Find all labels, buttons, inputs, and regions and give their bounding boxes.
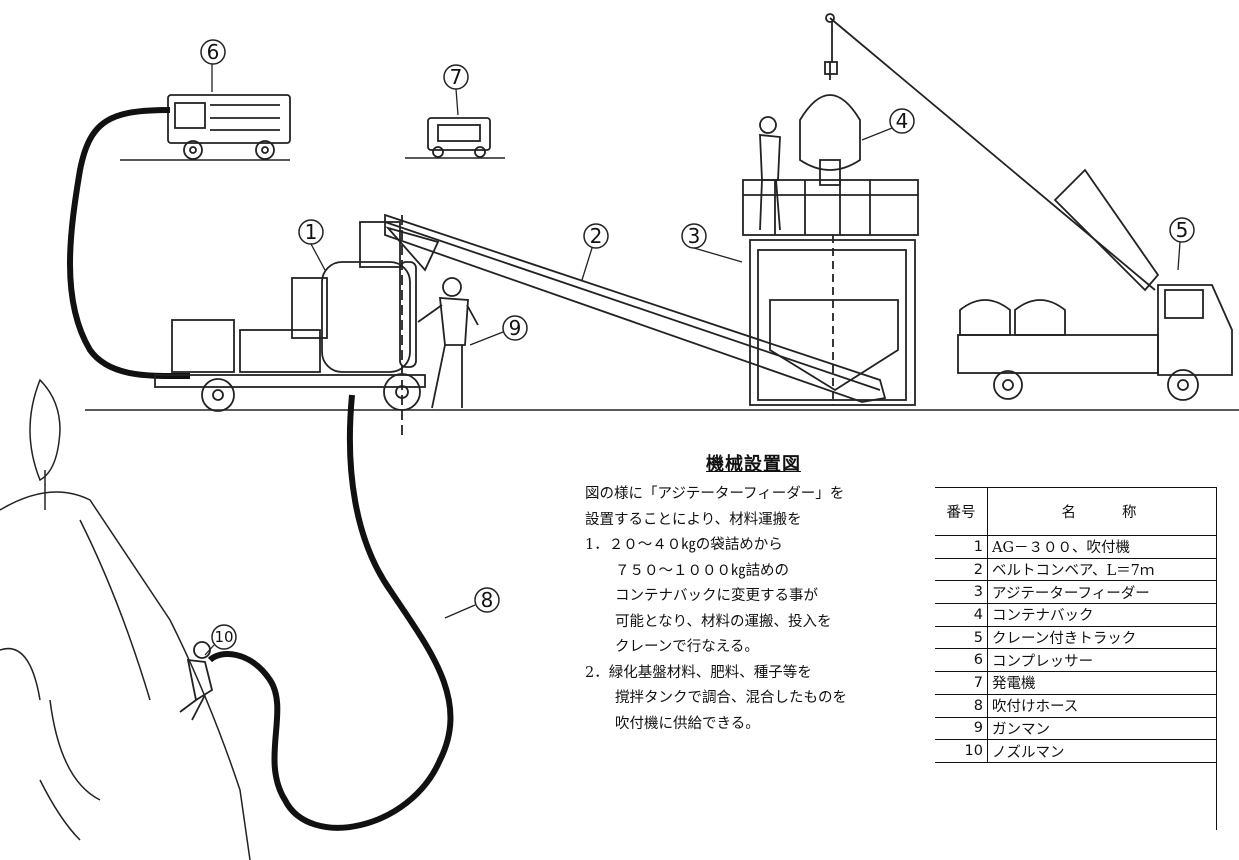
callout-label-8: 8 (481, 588, 494, 612)
description-line: クレーンで行なえる。 (615, 639, 759, 655)
description-line: 1．２０～４０㎏の袋詰めから (585, 537, 783, 553)
callout-leaders (204, 64, 1181, 656)
row-name: コンプレッサー (987, 648, 1217, 673)
description-text: 図の様に「アジテーターフィーダー」を 設置することにより、材料運搬を 1．２０～… (585, 482, 920, 737)
row-number: 7 (935, 671, 988, 695)
row-number: 9 (935, 717, 988, 741)
row-number: 2 (935, 558, 988, 582)
callout-label-3: 3 (688, 224, 701, 248)
description-line: 撹拌タンクで調合、混合したものを (615, 690, 847, 706)
row-name: 吹付けホース (987, 694, 1217, 718)
row-number: 3 (935, 580, 988, 605)
container-bag-figure (759, 62, 861, 231)
row-name: AG－３００、吹付機 (987, 535, 1217, 559)
row-number: 1 (935, 535, 988, 559)
row-name: クレーン付きトラック (987, 626, 1217, 650)
row-number: 6 (935, 648, 988, 673)
row-number: 10 (935, 739, 988, 763)
row-name: コンテナバック (987, 603, 1217, 627)
description-line: 可能となり、材料の運搬、投入を (615, 613, 832, 630)
ground-lines (85, 157, 1239, 411)
description-line: 2．緑化基盤材料、肥料、種子等を (585, 664, 812, 681)
gunman-figure (417, 277, 479, 409)
callout-label-5: 5 (1176, 218, 1189, 242)
callout-label-7: 7 (450, 65, 463, 89)
slope-figure (0, 378, 251, 860)
row-number: 8 (935, 694, 988, 718)
callout-label-10: 10 (214, 628, 233, 646)
description-line: 設置することにより、材料運搬を (585, 511, 802, 528)
callout-label-4: 4 (896, 109, 909, 133)
description-line: コンテナバックに変更する事が (615, 588, 818, 604)
spraying-machine-figure (154, 215, 426, 440)
diagram-title: 機械設置図 (706, 454, 801, 475)
spray-hose (207, 394, 454, 831)
callout-label-9: 9 (509, 316, 522, 340)
row-name: 発電機 (987, 671, 1217, 695)
row-name: ノズルマン (987, 739, 1217, 763)
callout-markers (200, 39, 1195, 650)
row-number: 4 (935, 603, 988, 627)
description-line: 吹付機に供給できる。 (615, 715, 760, 732)
compressor-hose (67, 107, 191, 380)
description-line: 図の様に「アジテーターフィーダー」を (585, 486, 845, 502)
callout-label-2: 2 (590, 224, 603, 248)
row-name: ガンマン (987, 717, 1217, 741)
table-header-number: 番号 (935, 487, 988, 536)
row-name: ベルトコンベア、L＝7ｍ (987, 558, 1217, 582)
generator-figure (427, 117, 491, 158)
callout-label-6: 6 (207, 40, 220, 64)
compressor-figure (167, 94, 291, 160)
nozzleman-figure (179, 641, 214, 721)
agitator-feeder-figure (742, 179, 919, 406)
crane-truck-figure (824, 13, 1233, 401)
row-number: 5 (935, 626, 988, 650)
description-line: ７５０～１０００㎏詰めの (615, 562, 789, 579)
table-header-name: 名称 (987, 487, 1217, 536)
callout-label-1: 1 (305, 220, 318, 244)
row-name: アジテーターフィーダー (987, 580, 1217, 605)
